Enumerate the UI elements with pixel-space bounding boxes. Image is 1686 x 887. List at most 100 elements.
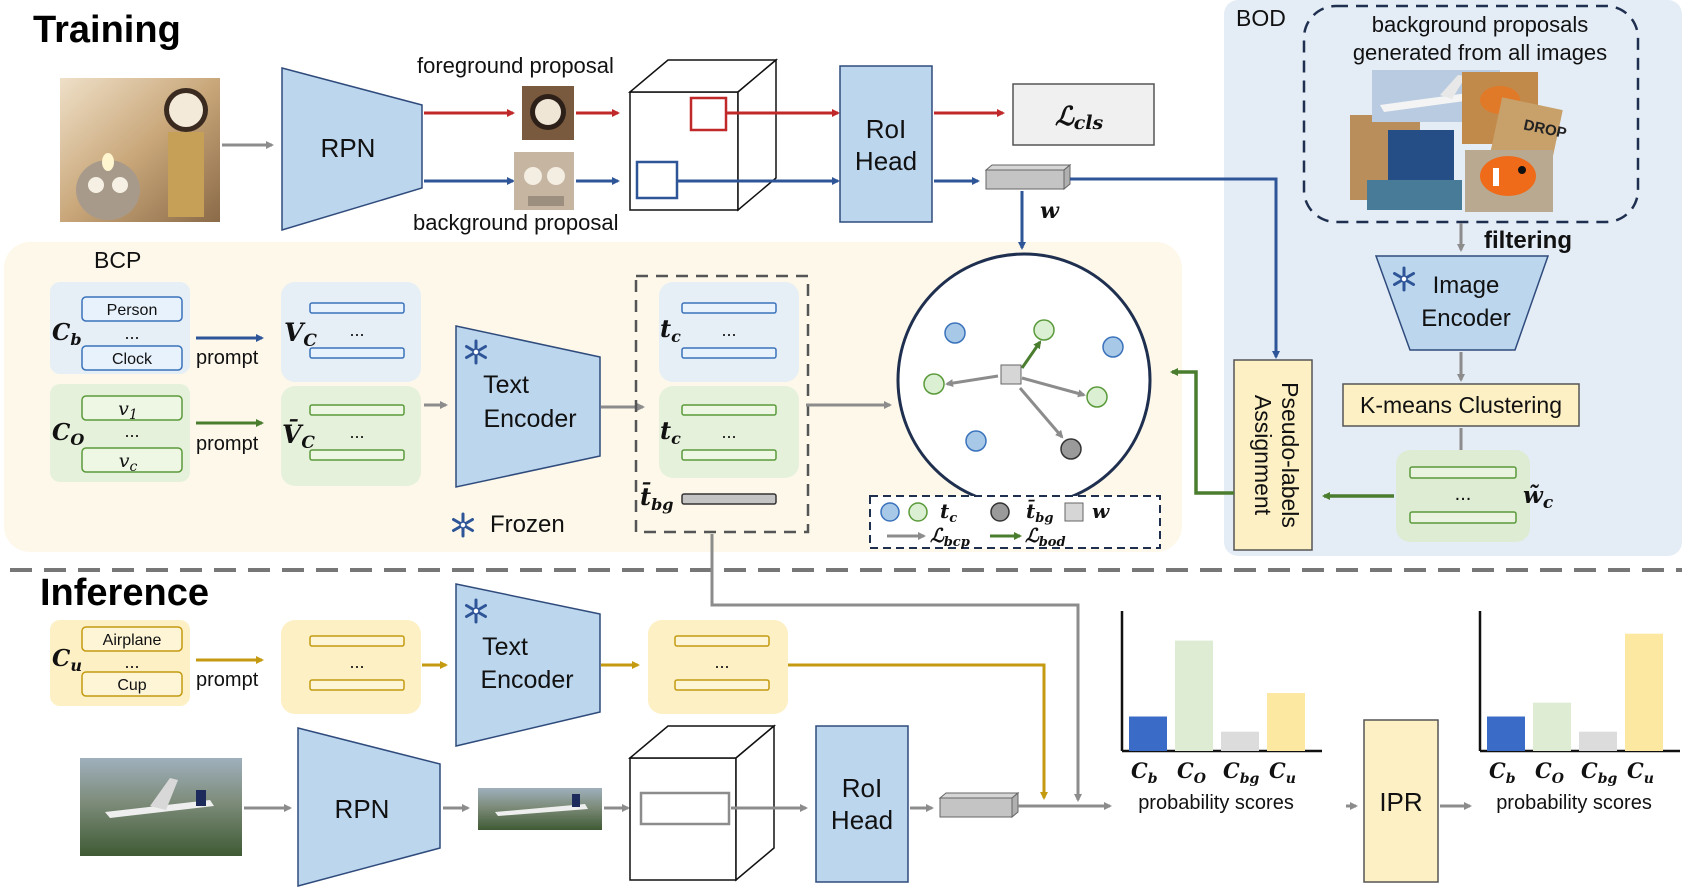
bar-Cu <box>1267 693 1305 751</box>
bod-caption-2: generated from all images <box>1353 40 1607 65</box>
x-axis-label: probability scores <box>1496 792 1652 814</box>
prompt-vc-other: ... <box>281 386 421 486</box>
x-axis-label: probability scores <box>1138 792 1294 814</box>
bar-Cu <box>1625 633 1663 751</box>
arrow-novel-to-classifier <box>788 663 1048 800</box>
tbg-label: t̄bg <box>640 482 673 514</box>
svg-text:...: ... <box>349 320 364 340</box>
foreground-proposal-thumb <box>522 86 574 140</box>
tick-label-Cbg: Cbg <box>1581 758 1618 787</box>
rpn-inference: RPN <box>297 727 441 887</box>
background-proposal-label: background proposal <box>413 210 618 235</box>
tick-label-Cu: Cu <box>1269 758 1296 787</box>
svg-text:IPR: IPR <box>1379 787 1422 817</box>
svg-text:Airplane: Airplane <box>103 632 162 649</box>
inference-proposal-thumb <box>478 788 602 830</box>
svg-text:w: w <box>1092 499 1110 523</box>
bcp-label: BCP <box>94 247 141 273</box>
cb-label: Cb <box>52 319 82 349</box>
prompt-label-other: prompt <box>196 433 259 455</box>
svg-text:Person: Person <box>107 302 158 319</box>
bar-CO <box>1175 640 1213 751</box>
svg-text:tc: tc <box>940 499 957 526</box>
probability-chart-after: Cb CO Cbg Cu probability scores <box>1478 611 1680 814</box>
novel-text-embeddings: ... <box>648 620 788 714</box>
svg-text:RoI: RoI <box>842 773 882 803</box>
svg-text:Encoder: Encoder <box>480 666 573 694</box>
filtering-label: filtering <box>1484 227 1572 254</box>
w-label: w <box>1040 198 1060 224</box>
inference-title: Inference <box>40 572 209 614</box>
prompt-label-novel: prompt <box>196 669 259 691</box>
other-classes-group: v1 ... vc <box>50 384 190 482</box>
feature-cube-training <box>627 58 779 212</box>
inference-input-image <box>80 758 242 856</box>
bar-Cbg <box>1579 731 1617 751</box>
svg-text:Head: Head <box>855 146 917 176</box>
feature-vector-inference <box>938 791 1020 819</box>
svg-text:Encoder: Encoder <box>1421 305 1510 332</box>
text-encoder-training: Text Encoder <box>455 325 601 488</box>
svg-text:...: ... <box>721 422 736 442</box>
prompt-vc-base: ... <box>281 282 421 382</box>
vc-label: VC <box>284 318 317 351</box>
svg-text:Assignment: Assignment <box>1250 395 1276 516</box>
tick-label-CO: CO <box>1177 758 1207 787</box>
svg-text:ℒbod: ℒbod <box>1025 525 1066 550</box>
svg-text:K-means Clustering: K-means Clustering <box>1360 392 1562 418</box>
svg-text:...: ... <box>124 323 139 343</box>
arrow-w-to-pseudo <box>1070 177 1280 359</box>
base-classes-group: Person ... Clock <box>50 282 190 374</box>
tick-label-Cbg: Cbg <box>1223 758 1260 787</box>
training-title: Training <box>33 9 181 51</box>
tc-other-embeddings: ... <box>659 386 799 478</box>
bod-label: BOD <box>1236 5 1286 31</box>
prompt-label-base: prompt <box>196 347 259 369</box>
svg-text:...: ... <box>124 421 139 441</box>
cu-label: Cu <box>52 645 82 675</box>
svg-text:ℒcls: ℒcls <box>1055 102 1104 134</box>
svg-text:Clock: Clock <box>112 351 153 368</box>
svg-text:vc: vc <box>119 450 138 475</box>
vbar-label: V̄C <box>282 419 315 453</box>
svg-text:...: ... <box>349 652 364 672</box>
svg-text:Text: Text <box>482 633 528 661</box>
tick-label-CO: CO <box>1535 758 1565 787</box>
image-encoder: Image Encoder <box>1374 255 1550 351</box>
tc-base-embeddings: ... <box>659 282 799 382</box>
co-label: CO <box>52 419 84 449</box>
svg-text:...: ... <box>349 422 364 442</box>
text-encoder-inference: Text Encoder <box>455 583 601 747</box>
svg-text:Text: Text <box>483 371 529 399</box>
feature-vector-w <box>984 163 1072 191</box>
cluster-centers-wc: ... <box>1396 450 1530 542</box>
tbg-embedding <box>681 493 777 505</box>
svg-text:ℒbcp: ℒbcp <box>930 525 970 550</box>
svg-text:Image: Image <box>1433 272 1500 299</box>
frozen-label: Frozen <box>490 511 565 538</box>
tc-label-2: tc <box>660 416 681 448</box>
arrow-tbg-to-classifier <box>710 534 1082 802</box>
arrow-pseudo-to-space <box>1170 368 1234 495</box>
svg-text:...: ... <box>721 320 736 340</box>
pseudo-labels-assignment: Pseudo-labels Assignment <box>1233 359 1313 551</box>
svg-text:Head: Head <box>831 805 893 835</box>
inference-roi-box <box>639 791 731 826</box>
foreground-proposal-label: foreground proposal <box>417 53 614 78</box>
tick-label-Cb: Cb <box>1489 758 1516 787</box>
ipr-box: IPR <box>1363 719 1439 883</box>
svg-text:...: ... <box>1455 483 1472 505</box>
kmeans-box: K-means Clustering <box>1342 383 1580 427</box>
background-proposal-thumb <box>514 152 574 210</box>
rpn-label: RPN <box>321 133 376 163</box>
tc-label-1: tc <box>660 314 681 346</box>
svg-text:...: ... <box>124 652 139 672</box>
bod-caption-1: background proposals <box>1372 12 1588 37</box>
svg-text:RoI: RoI <box>866 114 906 144</box>
tick-label-Cu: Cu <box>1627 758 1654 787</box>
prompt-novel-vectors: ... <box>281 620 421 714</box>
svg-text:v1: v1 <box>118 398 138 423</box>
embedding-legend: tc t̄bg w ℒbcp ℒbod <box>869 495 1161 550</box>
